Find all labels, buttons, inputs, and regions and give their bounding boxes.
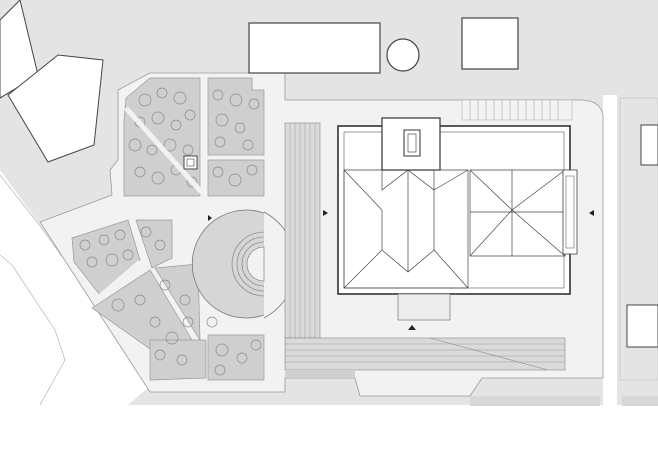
street-diagonal xyxy=(0,170,155,405)
rotunda-inner xyxy=(246,246,265,282)
garden-bed-ne-small xyxy=(207,159,265,197)
neighbor-building-e-2 xyxy=(626,304,658,348)
neighbor-building-round xyxy=(386,38,420,72)
garden-bed-w-2 xyxy=(135,219,173,269)
rotunda-outer xyxy=(191,209,265,319)
garden-paths xyxy=(94,78,207,302)
building-outline xyxy=(337,125,571,295)
neighbor-building-n-2 xyxy=(461,17,519,70)
neighbor-building-nw-2 xyxy=(7,54,104,163)
neighbor-building-n-1 xyxy=(248,22,381,74)
roof-east xyxy=(469,169,566,257)
neighbor-building-e-1 xyxy=(640,124,658,166)
rotunda-steps xyxy=(231,231,265,297)
street-east xyxy=(603,95,617,410)
entrance-marker-south xyxy=(408,325,416,330)
street-south xyxy=(0,405,658,450)
entrance-marker-west xyxy=(323,210,328,216)
kiosk xyxy=(183,155,198,170)
terrace-steps-south xyxy=(284,337,566,371)
rotunda-steps-2 xyxy=(236,236,265,292)
garden-bed-n xyxy=(207,77,265,156)
roof-west xyxy=(343,169,469,289)
main-building xyxy=(337,117,578,321)
terrace-steps xyxy=(284,122,321,339)
pavement-strip-3 xyxy=(622,396,658,406)
rotunda xyxy=(191,209,265,319)
pavement-strip-2 xyxy=(470,396,600,406)
street-diagonal-edge xyxy=(0,254,66,406)
pavement-strip-1 xyxy=(285,371,355,378)
north-steps xyxy=(461,99,573,121)
entrance-marker-east xyxy=(589,210,594,216)
south-annex xyxy=(397,293,451,321)
garden-bed-sw-2 xyxy=(154,263,201,342)
garden-bed-s xyxy=(149,339,207,381)
kiosk-inner xyxy=(186,158,195,167)
rotunda-steps-3 xyxy=(241,241,265,287)
east-portico xyxy=(562,169,578,255)
garden-bed-se xyxy=(207,334,265,381)
entrance-marker-rotunda xyxy=(208,215,212,221)
